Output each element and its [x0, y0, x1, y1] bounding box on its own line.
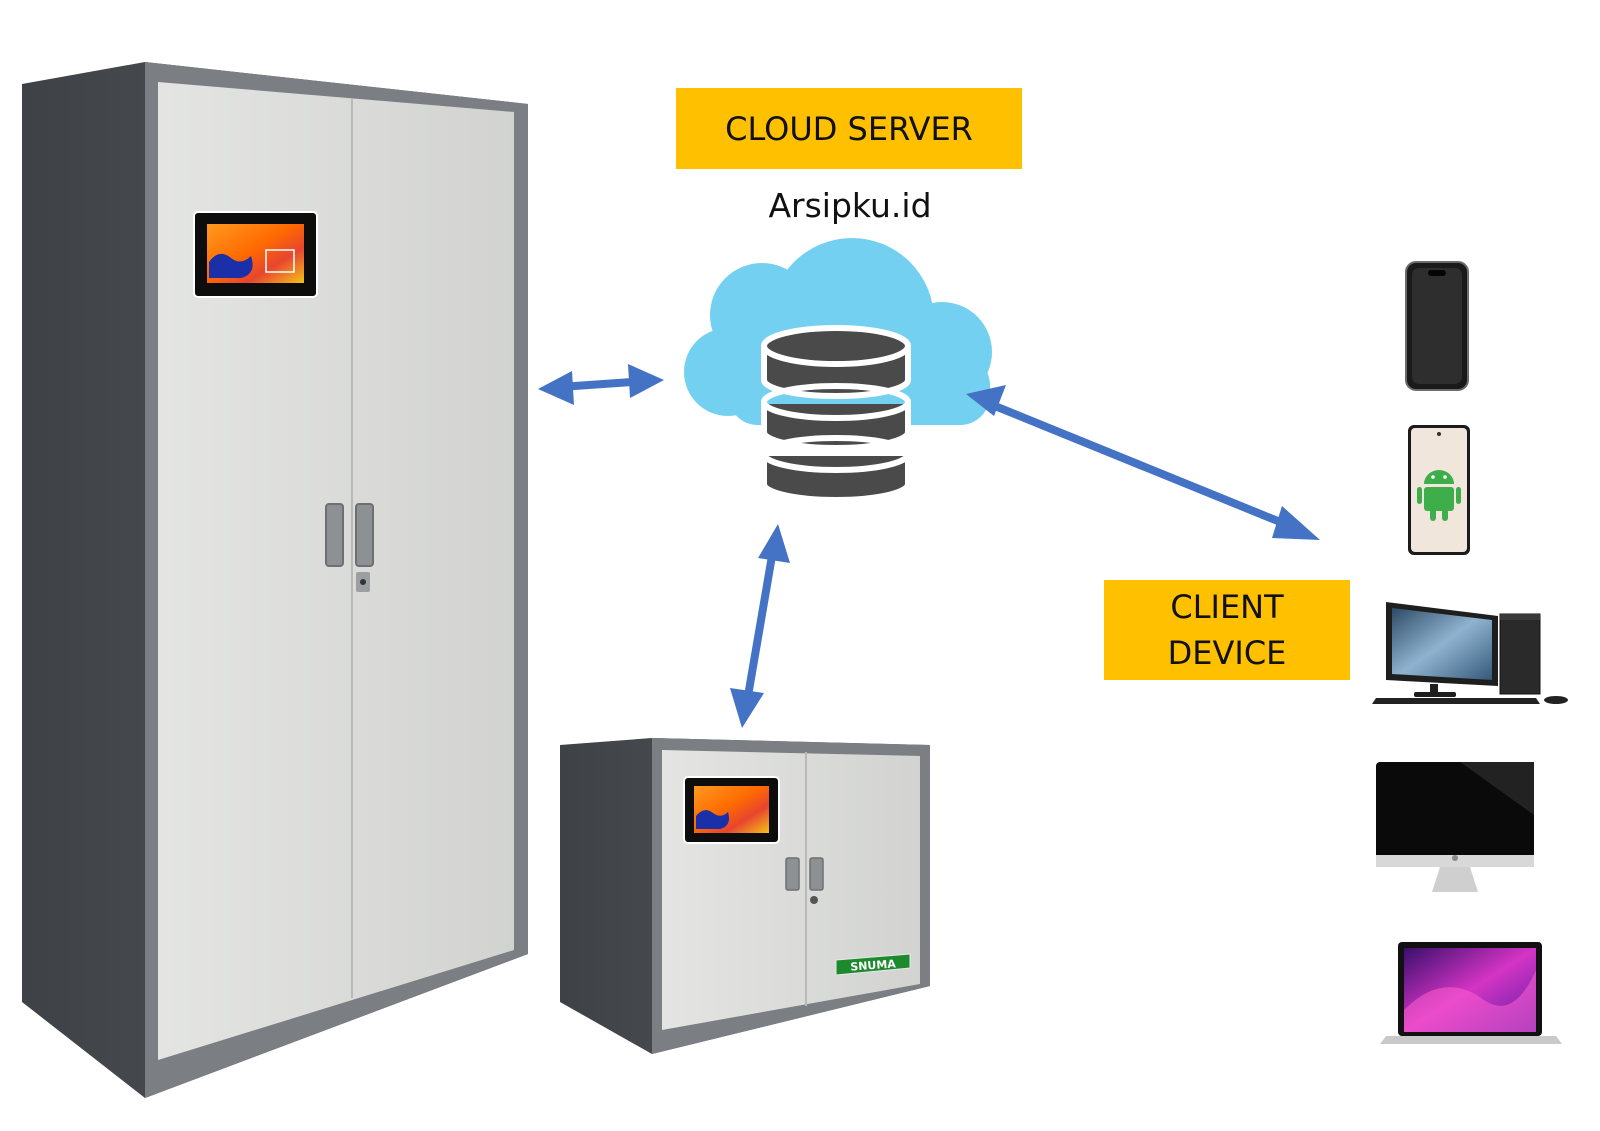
android-phone-icon — [1408, 425, 1470, 555]
cloud-domain-text: Arsipku.id — [768, 186, 932, 225]
database-icon — [761, 325, 911, 503]
arrow-cloud-client — [966, 385, 1320, 540]
client-device-label-line2: DEVICE — [1167, 634, 1287, 672]
desktop-pc-icon — [1372, 602, 1568, 704]
small-cabinet-touchscreen — [683, 776, 780, 844]
laptop-icon — [1380, 942, 1562, 1044]
android-logo-icon — [1417, 470, 1461, 521]
snuma-brand-badge: SNUMA — [835, 953, 911, 976]
smartphone-icon — [1405, 261, 1469, 391]
cloud-server-label-text: CLOUD SERVER — [725, 109, 973, 148]
imac-icon — [1376, 762, 1534, 892]
cloud-server-label: CLOUD SERVER — [676, 88, 1022, 169]
client-device-label: CLIENT DEVICE — [1104, 580, 1350, 680]
arrow-cloud-small-cabinet — [730, 524, 790, 728]
large-file-cabinet — [22, 62, 528, 1098]
snuma-brand-text: SNUMA — [850, 957, 897, 973]
large-cabinet-touchscreen — [193, 211, 318, 298]
client-device-label-line1: CLIENT — [1170, 588, 1284, 626]
arrows — [538, 364, 1320, 728]
arrow-large-cabinet-cloud — [538, 364, 664, 405]
